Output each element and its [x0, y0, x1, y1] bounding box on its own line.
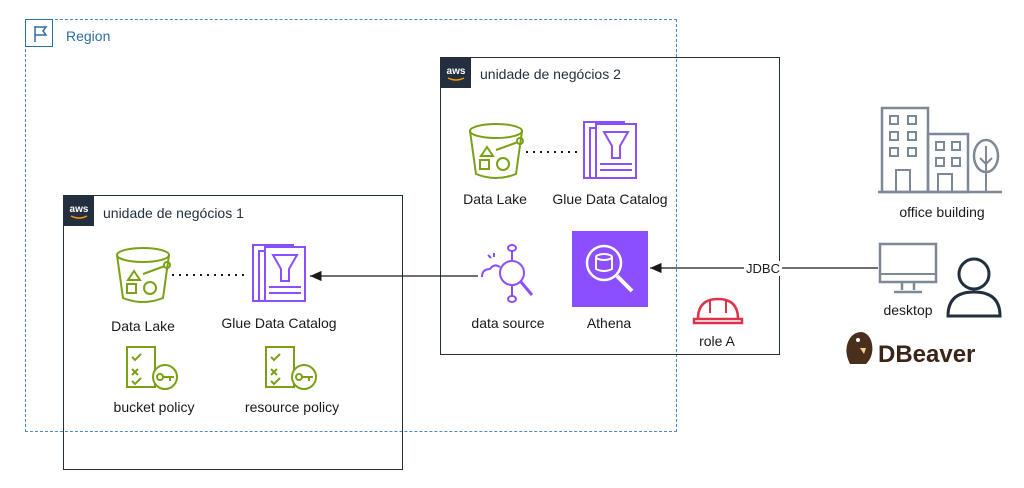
desktop-label: desktop — [883, 302, 933, 318]
aws-logo-icon: aws — [64, 196, 94, 226]
office-building-label: office building — [899, 204, 985, 220]
data-source-label: data source — [471, 315, 545, 331]
s3-bucket-icon — [469, 123, 524, 179]
acc2-data-lake-label: Data Lake — [463, 191, 527, 207]
acc2-glue-label: Glue Data Catalog — [552, 191, 668, 207]
region-flag-icon — [25, 19, 53, 47]
glue-catalog-icon — [583, 121, 637, 179]
account-2-label: unidade de negócios 2 — [480, 66, 621, 82]
user-icon — [946, 257, 1002, 318]
office-building-icon — [878, 106, 1002, 194]
iam-role-hardhat-icon — [692, 297, 744, 325]
account-2-group — [440, 57, 780, 355]
bucket-policy-label: bucket policy — [113, 399, 195, 415]
acc1-data-lake-label: Data Lake — [111, 318, 175, 334]
acc1-glue-label: Glue Data Catalog — [221, 315, 337, 331]
dbeaver-wordmark: DBeaver — [878, 341, 975, 368]
role-a-label: role A — [699, 333, 735, 349]
account-1-group — [63, 195, 403, 470]
bucket-policy-icon — [126, 346, 178, 390]
s3-bucket-icon — [116, 247, 171, 303]
region-label: Region — [66, 28, 111, 44]
jdbc-label: JDBC — [744, 261, 782, 276]
athena-label: Athena — [586, 315, 632, 331]
data-source-icon — [481, 244, 534, 303]
resource-policy-label: resource policy — [244, 399, 340, 415]
resource-policy-icon — [265, 346, 317, 390]
glue-catalog-icon — [252, 244, 306, 302]
aws-logo-icon: aws — [441, 58, 471, 88]
dbeaver-logo-icon: DBeaver — [846, 332, 975, 368]
account-1-label: unidade de negócios 1 — [103, 205, 244, 221]
desktop-icon — [878, 242, 938, 294]
svg-text:aws: aws — [70, 204, 89, 215]
athena-icon — [572, 231, 648, 307]
region-group — [25, 19, 677, 432]
svg-text:aws: aws — [447, 66, 466, 77]
